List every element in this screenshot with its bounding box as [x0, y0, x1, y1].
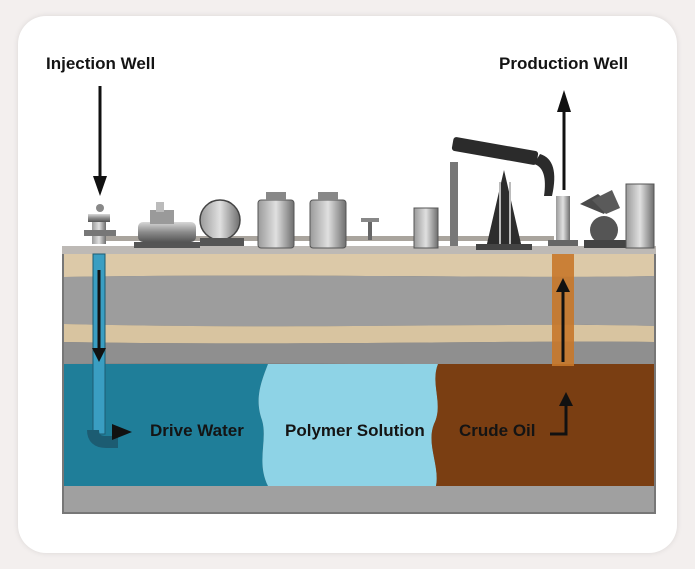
crude-oil-zone [431, 364, 654, 486]
control-box [413, 207, 439, 249]
jack-horse-head [534, 154, 555, 196]
prod-wellhead-stem [556, 196, 570, 244]
mixing-tank-1 [257, 199, 295, 249]
shale-layer-upper [64, 275, 654, 327]
wellhead-valve [96, 204, 104, 212]
drive-water-arrowhead [112, 424, 132, 440]
pump-cap [156, 202, 164, 212]
sand-layer-top [64, 254, 654, 277]
injection-pipe-bend [87, 429, 118, 448]
separator-arm-2 [592, 190, 620, 214]
wellhead-cross [84, 230, 116, 236]
oil-flow-arrowhead [559, 392, 573, 406]
wellhead-top-flange [88, 214, 110, 222]
valve-stem [368, 222, 372, 240]
valve-handle [361, 218, 379, 222]
jack-base [476, 244, 532, 250]
pump-jack [450, 137, 555, 250]
pump-body [138, 222, 196, 242]
drum-stand [200, 238, 244, 246]
production-well-label: Production Well [499, 54, 629, 73]
crude-oil-label: Crude Oil [459, 421, 536, 440]
jack-samson-post [486, 170, 522, 248]
injection-down-arrowhead [92, 348, 106, 362]
pump-motor [150, 210, 174, 224]
pump-unit [134, 202, 200, 248]
polymer-solution-zone [258, 364, 438, 486]
jack-rod-post [450, 162, 458, 246]
separator-base [584, 240, 628, 248]
mixing-tank-2 [309, 199, 347, 249]
production-label-arrowhead [557, 90, 571, 112]
oil-flow-arrow-shaft [550, 404, 568, 436]
injection-label-arrowhead [93, 176, 107, 196]
shale-layer-bottom [64, 486, 654, 512]
production-up-arrowhead [556, 278, 570, 292]
jack-walking-beam [451, 137, 539, 165]
production-wellhead [548, 196, 578, 246]
injection-well-pipe [87, 253, 132, 448]
shale-caprock [64, 341, 654, 365]
surface-line [62, 246, 656, 254]
prod-wellhead-base [548, 240, 578, 246]
production-well-pipe [550, 254, 574, 436]
pump-skid-base [134, 242, 200, 248]
injection-wellhead [84, 204, 116, 244]
drum-body [199, 199, 241, 241]
sand-layer-middle [64, 324, 654, 344]
pipeline-valve [361, 218, 379, 240]
drive-water-zone [64, 364, 268, 486]
storage-drum [199, 199, 244, 246]
polymer-solution-label: Polymer Solution [285, 421, 425, 440]
separator-unit [580, 190, 628, 248]
mixing-tanks [257, 192, 347, 249]
separator-wheel [590, 216, 618, 244]
storage-cabinet [625, 183, 655, 249]
drive-water-label: Drive Water [150, 421, 244, 440]
mixing-tank-2-lid [318, 192, 338, 200]
mixing-tank-1-lid [266, 192, 286, 200]
injection-well-label: Injection Well [46, 54, 156, 73]
